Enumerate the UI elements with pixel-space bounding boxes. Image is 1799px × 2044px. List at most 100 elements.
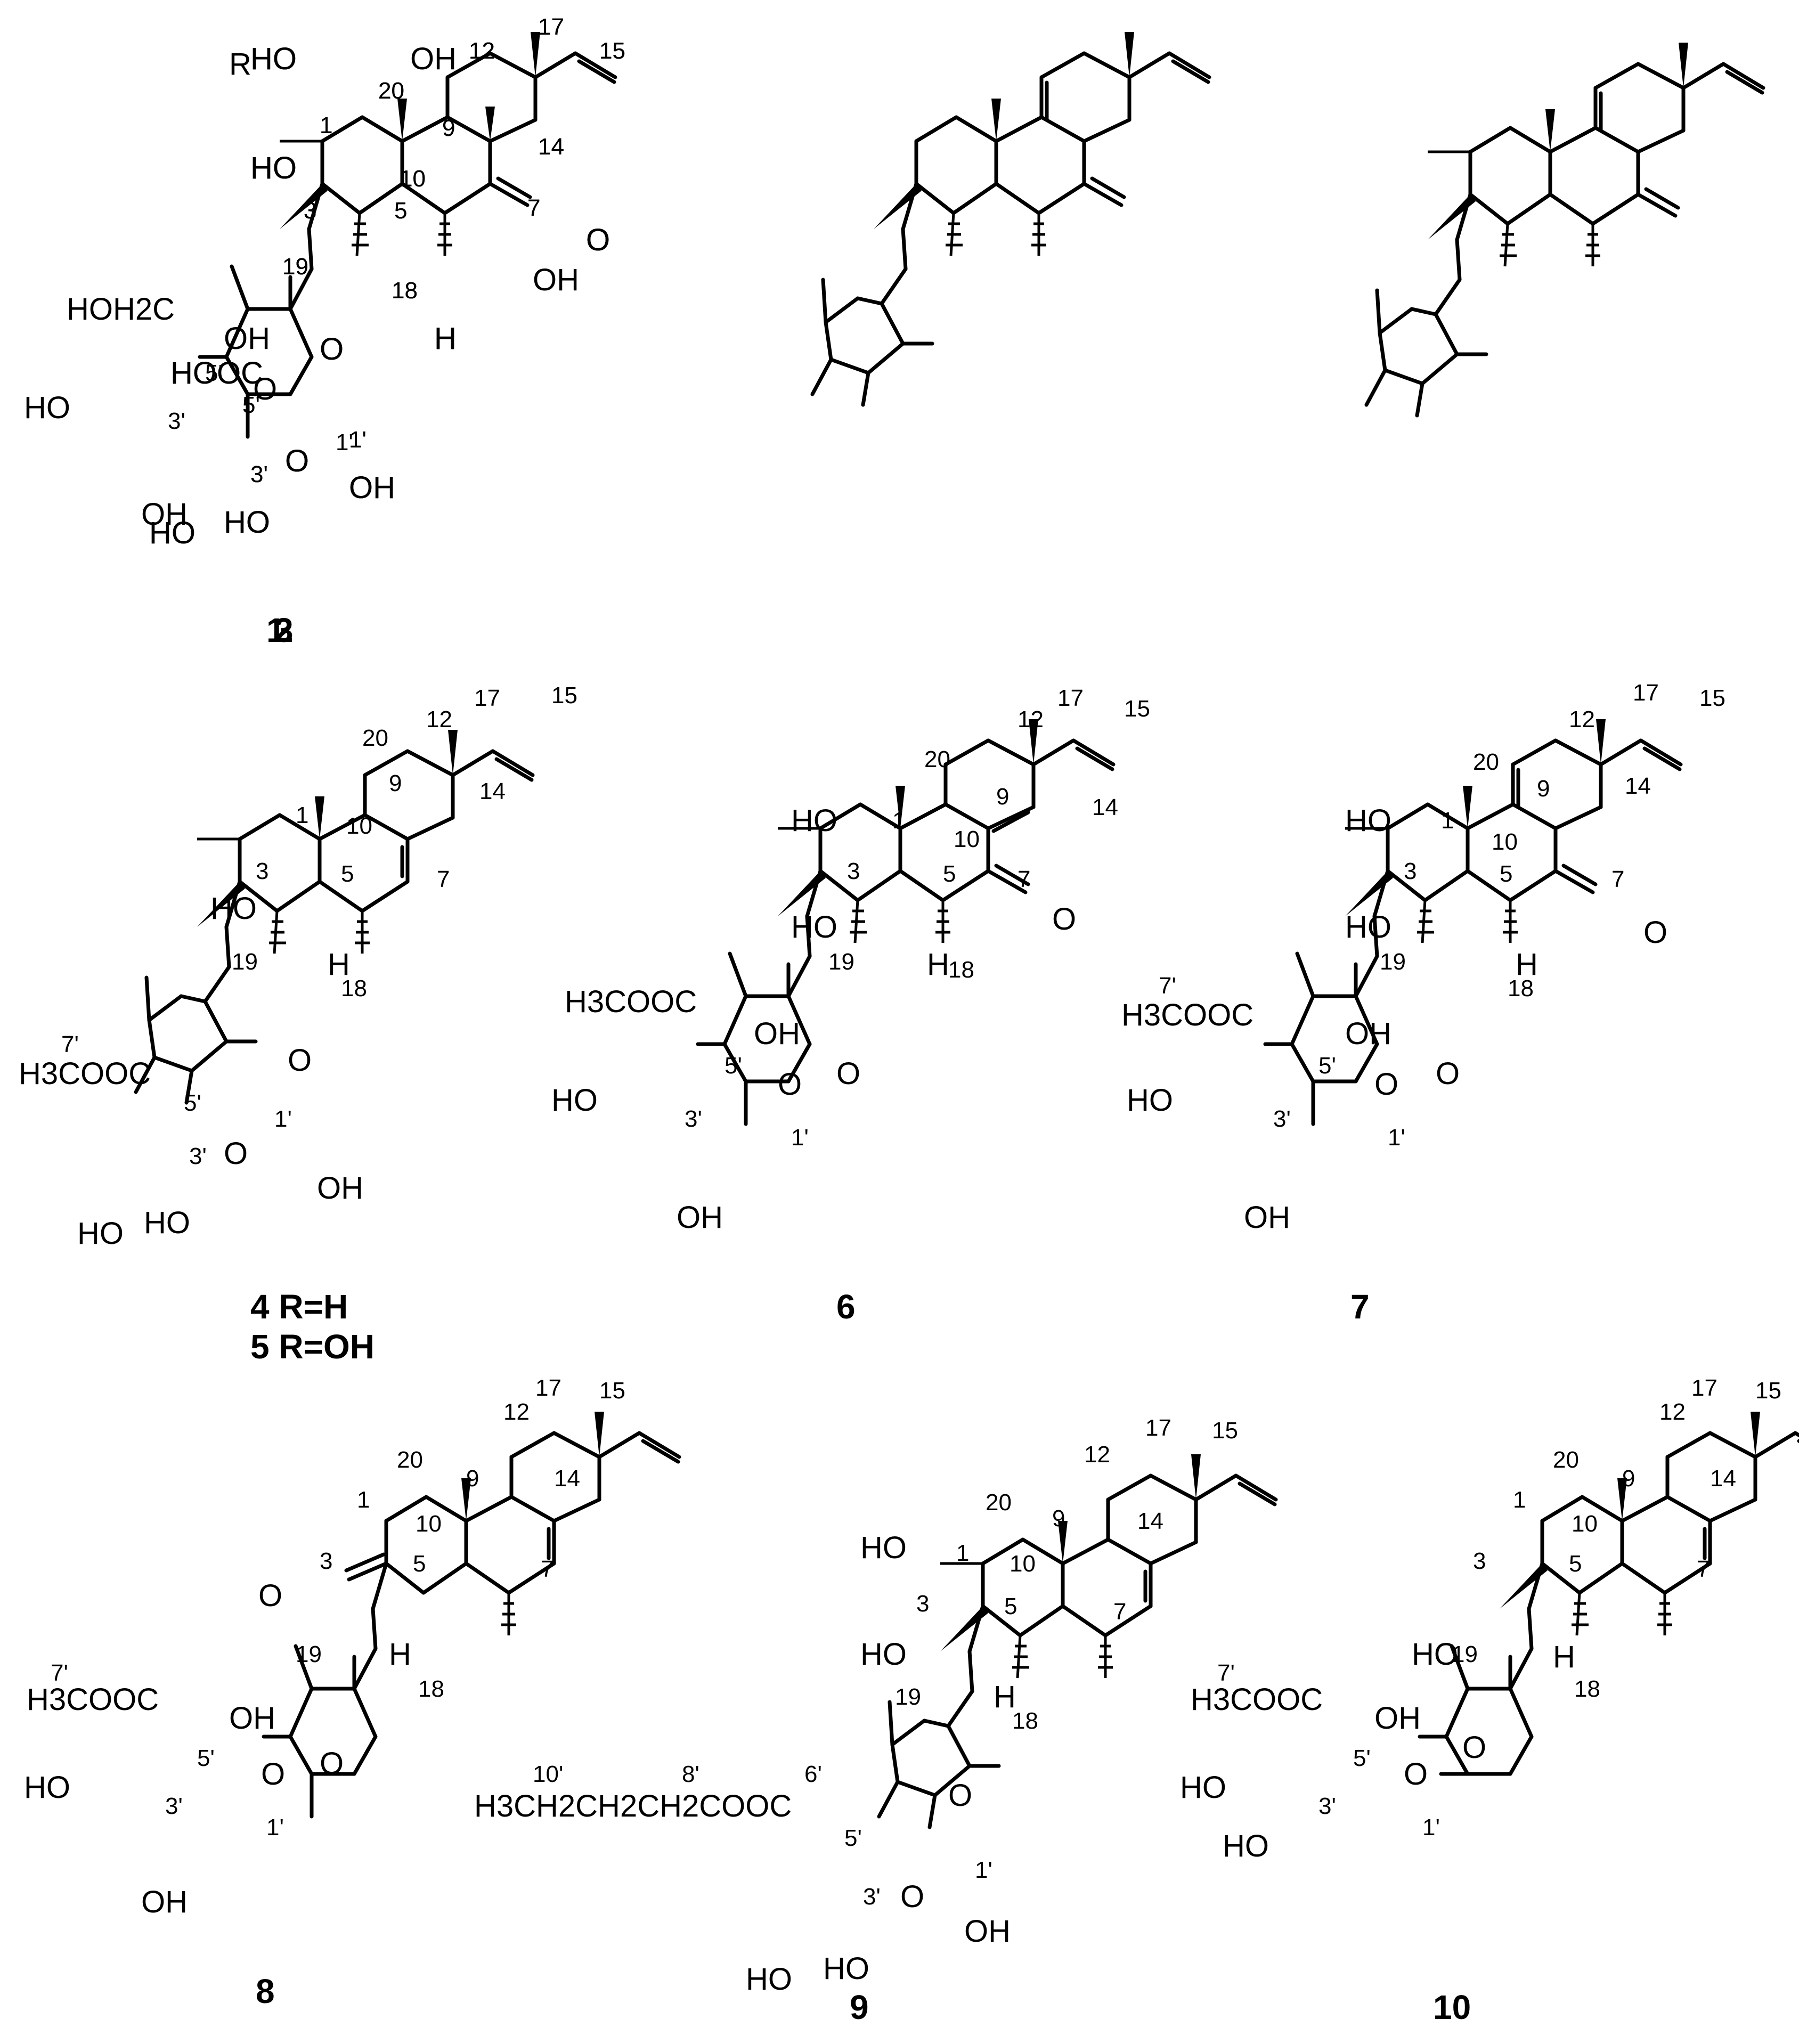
atom-label-7: 7	[527, 195, 540, 221]
h-atom: H	[927, 947, 949, 982]
sugar-label-1: 1'	[274, 1106, 292, 1132]
atom-label-10: 10	[954, 826, 980, 852]
bond-skeleton	[1364, 43, 1765, 418]
bond-skeleton	[1263, 719, 1683, 1126]
compound-7: HO HO O O O H3COOC OH HO OH H 1 3 5 7 9 …	[1121, 680, 1725, 1326]
atom-label-18: 18	[392, 278, 418, 304]
bond-skeleton	[262, 1412, 681, 1819]
oh-group-3: HO	[250, 151, 297, 185]
oh-group-2: HO	[791, 803, 837, 838]
ether-oxygen: O	[836, 1056, 860, 1091]
atom-label-17: 17	[1691, 1375, 1717, 1401]
atom-label-18: 18	[1508, 975, 1534, 1001]
atom-label-9: 9	[442, 115, 455, 141]
ring-oxygen: O	[224, 1136, 248, 1171]
sugar-label-7: 7'	[1159, 973, 1176, 999]
ring-oxygen: O	[900, 1879, 924, 1914]
atom-label-14: 14	[554, 1465, 580, 1492]
atom-label-3: 3	[304, 198, 316, 224]
atom-label-18: 18	[392, 278, 418, 304]
atom-label-3: 3	[320, 1548, 332, 1574]
oh-group-3s: OH	[141, 497, 188, 532]
ester-group: H3CH2CH2CH2COOC	[474, 1789, 792, 1823]
ether-oxygen: O	[320, 332, 344, 367]
sugar-label-5: 5'	[1318, 1053, 1336, 1079]
compound-4-5: R HO O O H3COOC OH HO HO H 1 3 5 7 9 10 …	[19, 47, 577, 1366]
atom-label-5: 5	[943, 861, 956, 887]
cooh-group: HOOC	[170, 356, 263, 390]
bond-skeleton	[1418, 1412, 1799, 1776]
ring-oxygen: O	[261, 1757, 285, 1791]
oh-group-3: HO	[250, 151, 297, 185]
ketone-oxygen: O	[1643, 915, 1667, 950]
atom-label-3: 3	[256, 858, 268, 884]
atom-label-7: 7	[527, 195, 540, 221]
oh-group-4s: HO	[149, 516, 196, 550]
atom-label-14: 14	[538, 134, 564, 160]
atom-label-3: 3	[916, 1591, 929, 1617]
sugar-label-7: 7'	[51, 1660, 68, 1686]
oh-group-8: OH	[410, 42, 457, 76]
oh-group-2s: OH	[349, 470, 395, 505]
compound-2: HO O O O HOOC OH HO HO H 1 3 5 7 9 10 12…	[149, 14, 1211, 649]
ester-group: H3COOC	[1191, 1682, 1323, 1717]
atom-label-14: 14	[479, 778, 506, 804]
atom-label-1: 1	[357, 1487, 370, 1513]
ether-oxygen: O	[320, 1746, 344, 1781]
compound-3: HO HO O O O HOOC OH HO HO H 1 3 5 7 9 10…	[149, 14, 1765, 649]
atom-label-1: 1	[296, 802, 308, 828]
oh-group-3: HO	[1412, 1637, 1458, 1672]
atom-label-10: 10	[1010, 1551, 1036, 1577]
sugar-label-8: 8'	[682, 1761, 699, 1787]
compound-10: HO O O H3COOC OH HO HO H 1 3 5 7 9 10 12…	[1180, 1375, 1799, 2026]
oh-group-3s: HO	[224, 505, 270, 540]
oh-group-2s: OH	[964, 1914, 1011, 1949]
h-atom: H	[389, 1637, 411, 1672]
sugar-label-1: 1'	[349, 427, 367, 453]
atom-label-7: 7	[1017, 866, 1030, 892]
sugar-label-7: 7'	[1217, 1660, 1235, 1686]
ketone-oxygen: O	[586, 223, 610, 257]
ether-oxygen: O	[948, 1778, 972, 1813]
oh-group-4s: HO	[77, 1216, 124, 1251]
atom-label-18: 18	[1574, 1676, 1600, 1702]
oh-group-5s: OH	[229, 1701, 275, 1736]
sugar-label-3: 3'	[250, 461, 268, 487]
sugar-label-5: 5'	[844, 1825, 862, 1851]
oh-group-4s: HO	[149, 516, 196, 550]
sugar-label-3: 3'	[863, 1884, 881, 1910]
compound-8: O O O H3COOC OH HO OH H 1 3 5 7 9 10 12 …	[24, 1375, 681, 2010]
sugar-label-5: 5'	[242, 392, 260, 418]
h-atom: H	[994, 1680, 1016, 1714]
ester-group: H3COOC	[19, 1056, 151, 1091]
oh-group-3: HO	[210, 891, 257, 926]
ring-oxygen: O	[1374, 1067, 1398, 1102]
sugar-label-5: 5'	[184, 1090, 201, 1116]
oh-group-4s: HO	[24, 390, 70, 425]
oh-group-2s: OH	[349, 470, 395, 505]
atom-label-17: 17	[535, 1375, 561, 1401]
oh-group-5s: OH	[1345, 1016, 1391, 1051]
ketone-oxygen: O	[1052, 902, 1076, 937]
atom-label-17: 17	[538, 14, 564, 40]
bond-skeleton	[810, 32, 1211, 407]
oh-group-5s: OH	[1374, 1701, 1421, 1736]
oh-group-4s: HO	[1127, 1083, 1173, 1118]
atom-label-15: 15	[599, 1378, 625, 1404]
sugar-label-5: 5'	[197, 1745, 215, 1771]
h-atom: H	[434, 321, 457, 356]
bond-skeleton	[134, 730, 535, 1105]
r-group: R	[229, 47, 251, 82]
atom-label-20: 20	[1553, 1447, 1579, 1473]
compound-number: 4 R=H	[250, 1288, 348, 1326]
atom-label-17: 17	[1057, 685, 1084, 711]
sugar-label-3: 3'	[685, 1106, 702, 1132]
atom-label-19: 19	[828, 949, 854, 975]
atom-label-3: 3	[847, 858, 860, 884]
compound-number: 7	[1350, 1288, 1370, 1326]
sugar-label-3: 3'	[165, 1793, 183, 1819]
compound-1: HO HO OH OH O O O OH HOH2C HO OH H 1 3 5…	[24, 14, 625, 649]
atom-label-7: 7	[527, 195, 540, 221]
h-atom: H	[1516, 947, 1538, 982]
atom-label-12: 12	[469, 38, 495, 64]
